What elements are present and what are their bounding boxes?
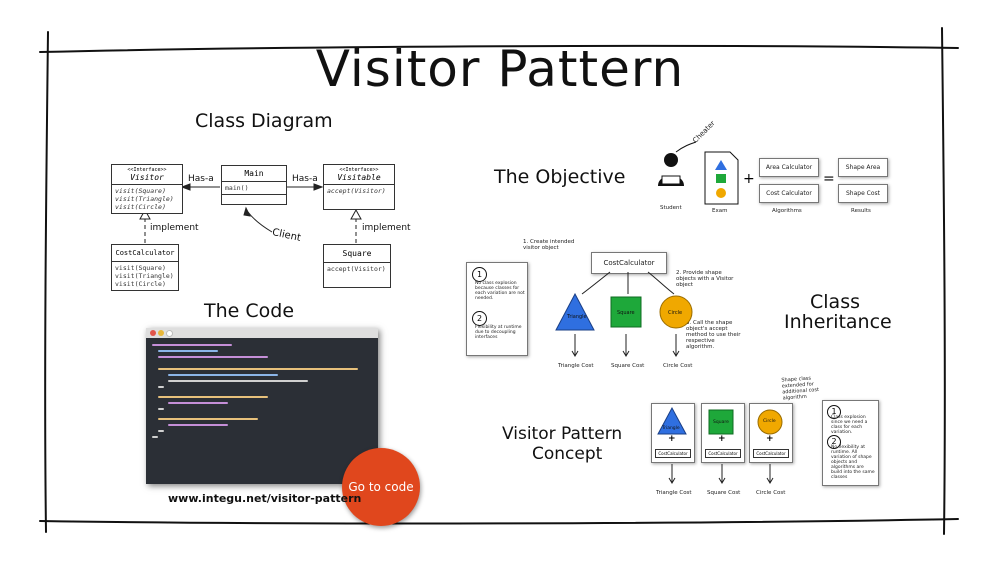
- objective-heading: The Objective: [494, 166, 626, 188]
- concept-square-cost-label: Square Cost: [707, 490, 741, 496]
- cost-calculator-class-box: CostCalculator visit(Square) visit(Trian…: [111, 244, 179, 291]
- concept-plus-1: +: [668, 434, 676, 444]
- square-label: Square: [617, 310, 635, 316]
- concept-heading-1: Visitor Pattern: [502, 424, 623, 444]
- objective-plus: +: [743, 171, 755, 187]
- exam-icon: [704, 151, 739, 205]
- concept-cost-calculator-3: CostCalculator: [753, 449, 789, 458]
- circle-cost-label: Circle Cost: [663, 363, 693, 369]
- objective-equals: =: [823, 171, 835, 187]
- concept-cost-calculator-1: CostCalculator: [655, 449, 691, 458]
- code-window: [146, 328, 378, 484]
- visitor-method: visit(Square): [115, 187, 166, 195]
- code-url-link[interactable]: www.integu.net/visitor-pattern: [168, 492, 362, 505]
- concept-triangle-shape: [657, 406, 687, 435]
- student-icon: [658, 153, 684, 186]
- concept-cons-note: 1 Class explosion since we need a class …: [822, 400, 879, 486]
- code-heading: The Code: [204, 300, 295, 322]
- cost-calculator-method: visit(Triangle): [115, 272, 174, 280]
- go-to-code-button[interactable]: Go to code: [342, 448, 420, 526]
- concept-plus-2: +: [718, 434, 726, 444]
- concept-triangle-cost-label: Triangle Cost: [656, 490, 692, 496]
- inheritance-cost-calculator-box: CostCalculator: [591, 252, 667, 274]
- pro-1-badge: 1: [472, 267, 487, 282]
- exam-label: Exam: [712, 208, 728, 214]
- concept-heading-2: Concept: [532, 444, 603, 464]
- visitable-method: accept(Visitor): [327, 187, 386, 195]
- main-class-box: Main main(): [221, 165, 287, 205]
- student-label: Student: [660, 205, 682, 211]
- triangle-shape: [555, 292, 595, 331]
- objective-graphics: [658, 141, 739, 205]
- minimize-dot-icon: [158, 330, 164, 336]
- square-class-box: Square accept(Visitor): [323, 244, 391, 288]
- shape-area-box: Shape Area: [838, 158, 888, 177]
- con-2-badge: 2: [827, 435, 841, 449]
- implement-right-label: implement: [362, 223, 411, 233]
- cost-calculator-name: CostCalculator: [112, 245, 178, 262]
- inheritance-heading-1: Class: [810, 291, 860, 313]
- square-name: Square: [324, 245, 390, 263]
- visitor-interface-box: <<Interface>>Visitor visit(Square) visit…: [111, 164, 183, 214]
- concept-circle-label: Circle: [763, 419, 776, 424]
- visitor-method: visit(Triangle): [115, 195, 174, 203]
- concept-circle-shape: [757, 409, 783, 435]
- concept-square-shape: [708, 409, 734, 435]
- square-cost-label: Square Cost: [611, 363, 645, 369]
- class-diagram-heading: Class Diagram: [195, 110, 333, 132]
- results-label: Results: [851, 208, 871, 214]
- cost-calculator-box: Cost Calculator: [759, 184, 819, 203]
- square-method: accept(Visitor): [327, 265, 386, 273]
- pro-1-text: No class explosion because classes for e…: [475, 281, 525, 301]
- has-a-right-label: Has-a: [292, 174, 318, 184]
- has-a-left-label: Has-a: [188, 174, 214, 184]
- visitable-stereotype: <<Interface>>: [339, 167, 379, 173]
- algorithms-label: Algorithms: [772, 208, 802, 214]
- visitable-interface-box: <<Interface>>Visitable accept(Visitor): [323, 164, 395, 210]
- visitor-stereotype: <<Interface>>: [127, 167, 167, 173]
- triangle-label: Triangle: [567, 314, 587, 320]
- concept-cost-calculator-2: CostCalculator: [705, 449, 741, 458]
- shape-cost-box: Shape Cost: [838, 184, 888, 203]
- visitor-method: visit(Circle): [115, 203, 166, 211]
- circle-shape: [659, 295, 693, 329]
- pro-2-text: Flexibility at runtime due to decoupling…: [475, 325, 522, 340]
- visitor-name: Visitor: [130, 173, 164, 182]
- concept-square-label: Square: [713, 420, 729, 425]
- inheritance-pros-note: 1 No class explosion because classes for…: [466, 262, 528, 356]
- cost-calculator-method: visit(Square): [115, 264, 166, 272]
- page-title: Visitor Pattern: [315, 40, 685, 98]
- cost-calculator-method: visit(Circle): [115, 280, 166, 288]
- con-2-text: No flexibility at runtime. All variation…: [831, 445, 875, 480]
- inheritance-heading-2: Inheritance: [784, 311, 892, 333]
- visitable-name: Visitable: [337, 173, 381, 182]
- con-1-text: Class explosion since we need a class fo…: [831, 415, 868, 435]
- implement-left-label: implement: [150, 223, 199, 233]
- con-1-badge: 1: [827, 405, 841, 419]
- code-window-titlebar: [146, 328, 378, 338]
- close-dot-icon: [150, 330, 156, 336]
- main-name: Main: [222, 166, 286, 182]
- square-shape: [610, 296, 642, 328]
- maximize-dot-icon: [166, 330, 173, 337]
- main-method: main(): [222, 182, 286, 195]
- pro-2-badge: 2: [472, 311, 487, 326]
- concept-triangle-label: Triangle: [662, 426, 680, 431]
- triangle-cost-label: Triangle Cost: [558, 363, 594, 369]
- step-3-note: 3. Call the shape object's accept method…: [686, 320, 741, 350]
- circle-label: Circle: [668, 310, 683, 316]
- concept-circle-cost-label: Circle Cost: [756, 490, 786, 496]
- area-calculator-box: Area Calculator: [759, 158, 819, 177]
- concept-plus-3: +: [766, 434, 774, 444]
- step-1-note: 1. Create intended visitor object: [523, 239, 575, 251]
- step-2-note: 2. Provide shape objects with a Visitor …: [676, 270, 734, 288]
